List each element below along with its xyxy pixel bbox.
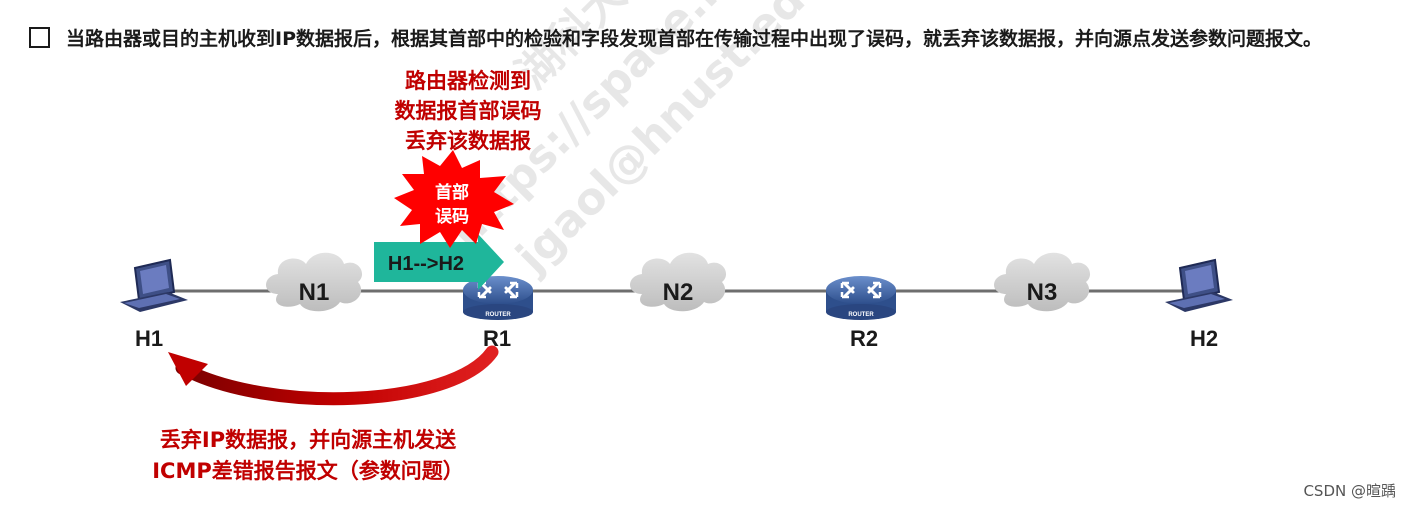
- cloud-label-n2: N2: [663, 279, 694, 306]
- cloud-icon: [266, 252, 363, 312]
- discard-note-line-1: 丢弃IP数据报，并向源主机发送: [160, 428, 457, 452]
- cloud-label-n1: N1: [299, 279, 330, 306]
- cloud-label-n3: N3: [1027, 279, 1058, 306]
- computer-icon: [120, 258, 188, 312]
- computer-icon: [1165, 258, 1233, 312]
- cloud-n2[interactable]: N2: [630, 252, 727, 312]
- cloud-n3[interactable]: N3: [994, 252, 1091, 312]
- router-r2[interactable]: ROUTER R2: [826, 276, 896, 351]
- packet-h1-h2[interactable]: H1-->H2: [374, 234, 504, 290]
- discard-note-line-2: ICMP差错报告报文（参数问题）: [152, 459, 464, 483]
- burst-icon: [394, 150, 514, 248]
- burst-line-1: 首部: [435, 182, 469, 203]
- credit-text: CSDN @暄踽: [1303, 482, 1396, 500]
- arrowhead-icon: [168, 352, 208, 386]
- host-h2[interactable]: H2: [1165, 258, 1233, 351]
- router-label-r2: R2: [850, 326, 878, 351]
- detect-note-line-1: 路由器检测到: [405, 69, 531, 93]
- router-tag: ROUTER: [848, 312, 874, 318]
- icmp-return-arrow: [168, 345, 499, 406]
- cloud-icon: [630, 252, 727, 312]
- detect-note-line-3: 丢弃该数据报: [405, 129, 531, 153]
- host-label-h2: H2: [1190, 326, 1218, 351]
- router-icon: ROUTER: [463, 276, 533, 320]
- router-icon: ROUTER: [826, 276, 896, 320]
- intro-text: 当路由器或目的主机收到IP数据报后，根据其首部中的检验和字段发现首部在传输过程中…: [66, 28, 1322, 50]
- router-label-r1: R1: [483, 326, 511, 351]
- discard-note: 丢弃IP数据报，并向源主机发送 ICMP差错报告报文（参数问题）: [152, 428, 464, 483]
- packet-arrow-icon: [374, 234, 504, 290]
- router-r1[interactable]: ROUTER R1: [463, 276, 533, 351]
- burst-line-2: 误码: [435, 207, 469, 227]
- curved-arrow-icon: [175, 345, 499, 406]
- checkbox-icon[interactable]: [29, 27, 50, 48]
- host-label-h1: H1: [135, 326, 163, 351]
- cloud-n1[interactable]: N1: [266, 252, 363, 312]
- detect-note-line-2: 数据报首部误码: [395, 99, 542, 123]
- packet-label: H1-->H2: [388, 253, 464, 275]
- router-tag: ROUTER: [485, 312, 511, 318]
- detect-note: 路由器检测到 数据报首部误码 丢弃该数据报: [395, 69, 542, 153]
- cloud-icon: [994, 252, 1091, 312]
- header-error-burst: 首部 误码: [394, 150, 514, 248]
- host-h1[interactable]: H1: [120, 258, 188, 351]
